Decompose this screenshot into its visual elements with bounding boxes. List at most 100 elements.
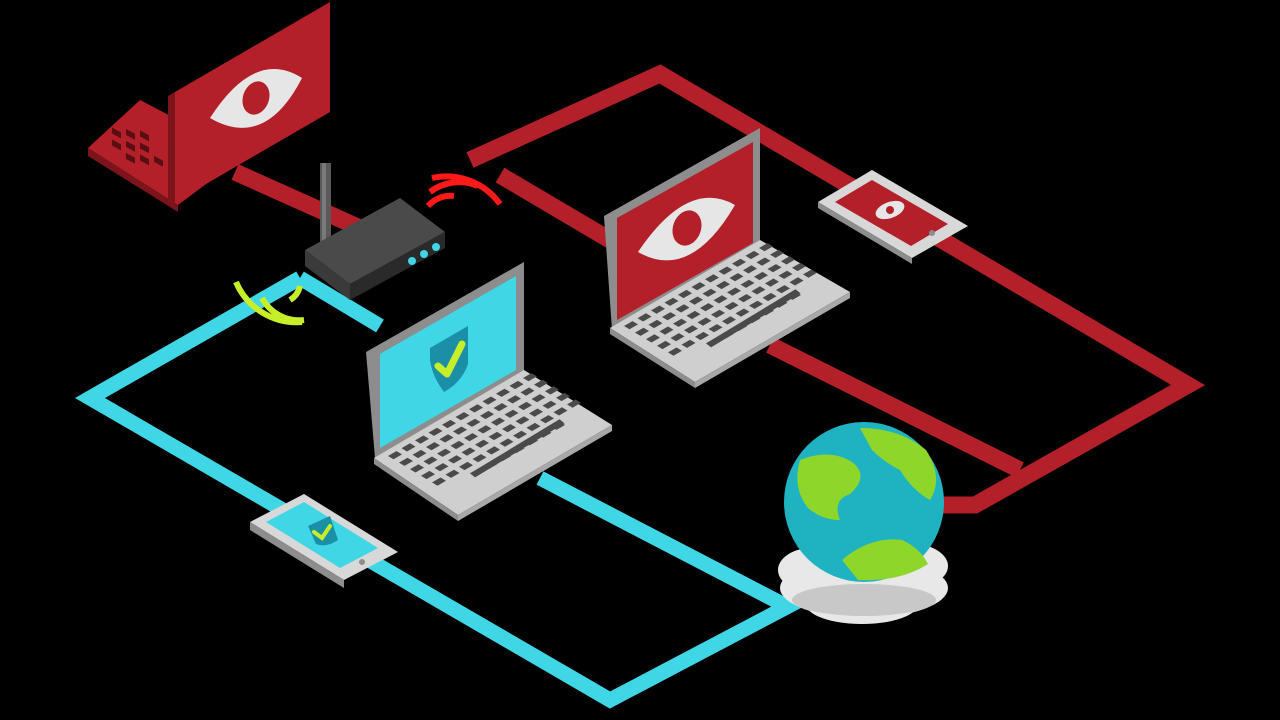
keyboard-key — [480, 410, 494, 420]
keyboard-key — [415, 435, 429, 444]
keyboard-key — [477, 425, 492, 434]
keyboard-key — [702, 288, 717, 297]
keyboard-key — [423, 456, 438, 465]
keyboard-key — [749, 300, 763, 309]
keyboard-key — [475, 439, 489, 448]
keyboard-key — [507, 395, 521, 404]
keyboard-key — [751, 286, 766, 295]
keyboard-key — [695, 331, 709, 341]
keyboard-key — [399, 457, 413, 466]
keyboard-key — [459, 461, 473, 471]
keyboard-key — [464, 433, 478, 442]
keyboard-key — [542, 400, 557, 409]
safe-link-laptop-globe — [536, 471, 794, 615]
keyboard-key — [466, 418, 481, 427]
keyboard-key — [767, 264, 782, 273]
keyboard-key — [684, 325, 698, 334]
keyboard-key — [432, 477, 446, 486]
router-status-leds — [408, 243, 440, 265]
keyboard-key — [491, 417, 505, 426]
keyboard-key — [738, 294, 752, 303]
keyboard-key — [722, 316, 736, 325]
keyboard-key — [681, 339, 696, 348]
router-side — [305, 250, 350, 300]
keyboard-key — [526, 422, 541, 432]
keyboard-key — [455, 412, 470, 421]
keyboard-key — [412, 449, 427, 459]
keyboard-key — [670, 333, 685, 342]
router-top — [305, 198, 445, 284]
eye-surveillance-icon — [210, 69, 302, 128]
secure-phone-home-button — [359, 559, 365, 565]
signal-unsafe-icon — [425, 173, 503, 209]
safe-link-router-laptop — [296, 271, 384, 333]
keyboard-key — [789, 277, 804, 286]
keyboard-key — [689, 296, 703, 305]
keyboard-key — [437, 448, 451, 457]
keyboard-key — [531, 394, 546, 403]
keyboard-key — [461, 447, 476, 456]
keyboard-key — [428, 427, 443, 436]
keyboard-key — [668, 347, 682, 356]
keyboard-key — [686, 310, 701, 320]
keyboard-key — [529, 408, 543, 417]
spy-laptop-center — [604, 128, 850, 388]
keyboard-key — [727, 287, 741, 296]
unsafe-link-outer-loop — [466, 64, 1206, 514]
keyboard-key — [745, 250, 760, 260]
keyboard-key — [732, 258, 746, 267]
wifi-router — [233, 163, 503, 326]
keyboard-key — [556, 392, 570, 402]
keyboard-key — [545, 386, 559, 395]
keyboard-key — [513, 430, 527, 439]
spy-laptop-screen-edge — [168, 92, 175, 206]
unsafe-link-inner-loop — [495, 167, 615, 248]
keyboard-key — [700, 303, 714, 312]
keyboard-key — [453, 426, 467, 435]
keyboard-key — [509, 380, 524, 390]
keyboard-key — [803, 269, 817, 278]
keyboard-key — [735, 308, 750, 317]
router-front — [350, 232, 445, 300]
spy-laptop-keys — [112, 127, 163, 167]
keyboard-key — [421, 470, 435, 480]
unsafe-link-to-globe — [766, 337, 1024, 478]
keyboard-key — [504, 409, 519, 418]
keyboard-key — [678, 289, 692, 299]
keyboard-key — [502, 424, 516, 433]
keyboard-key — [664, 297, 679, 306]
spy-laptop-center-keyboard-edge — [610, 328, 695, 388]
keyboard-key — [448, 455, 462, 464]
keyboard-key — [520, 387, 535, 396]
keyboard-key — [410, 464, 424, 473]
keyboard-key — [646, 334, 660, 343]
keyboard-key — [426, 442, 440, 451]
spy-laptop-top-left — [88, 2, 330, 212]
keyboard-key — [740, 279, 755, 288]
keyboard-key — [754, 271, 768, 281]
keyboard-key — [651, 305, 665, 314]
keyboard-key — [624, 321, 638, 330]
keyboard-key — [486, 446, 500, 455]
keyboard-key — [540, 415, 554, 424]
spy-laptop-center-keyboard-base — [610, 240, 850, 382]
keyboard-key — [756, 257, 771, 266]
unsafe-network-connections — [231, 64, 1206, 514]
globe-continents — [797, 428, 937, 581]
keyboard-key — [434, 463, 449, 472]
signal-safe-icon — [233, 280, 305, 326]
keyboard-key — [778, 270, 793, 279]
keyboard-key — [792, 262, 806, 272]
keyboard-key — [762, 292, 777, 302]
keyboard-key — [662, 312, 676, 321]
keyboard-key — [759, 243, 773, 252]
keyboard-key — [781, 256, 795, 265]
keyboard-key — [713, 295, 728, 304]
keyboard-key — [518, 401, 532, 411]
keyboard-key — [729, 273, 744, 282]
keyboard-spacebar — [706, 289, 801, 348]
keyboard-key — [450, 440, 465, 450]
keyboard-key — [567, 399, 581, 408]
